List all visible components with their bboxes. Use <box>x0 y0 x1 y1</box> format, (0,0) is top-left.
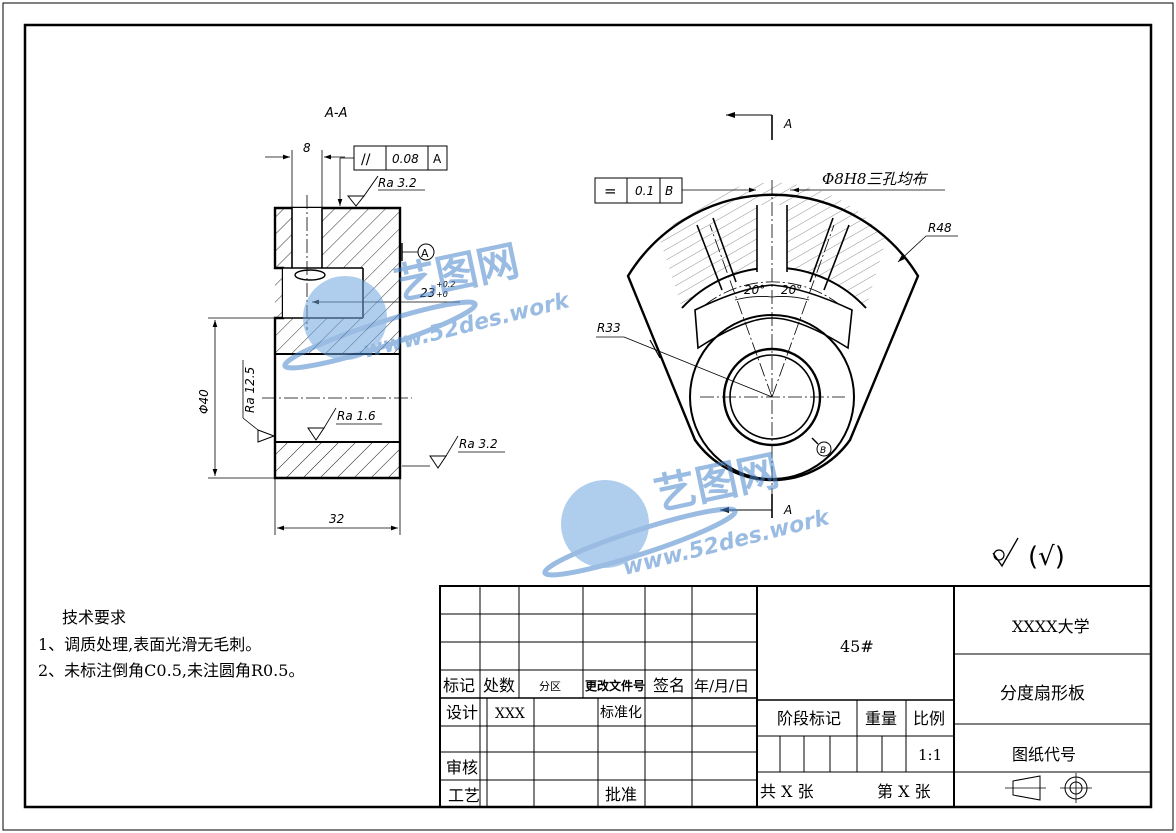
watermark-2-url: www.52des.work <box>620 505 833 581</box>
tb-weight: 重量 <box>865 709 897 728</box>
general-roughness-text: (√) <box>1028 542 1065 572</box>
tb-date: 年/月/日 <box>694 677 749 695</box>
tb-stage: 阶段标记 <box>777 709 841 728</box>
datum-b: B <box>820 446 826 456</box>
tb-zone: 分区 <box>539 680 561 693</box>
tb-designer: XXX <box>495 706 525 722</box>
tol-value: 0.08 <box>392 152 419 166</box>
tech-line-1: 1、调质处理,表面光滑无毛刺。 <box>38 635 261 654</box>
tb-university: XXXX大学 <box>1012 617 1090 636</box>
ra-12-5: Ra 12.5 <box>243 367 257 413</box>
r33: R33 <box>597 321 621 335</box>
angle-right: 20° <box>781 283 802 297</box>
section-mark-bottom: A <box>783 503 792 517</box>
tb-part-name: 分度扇形板 <box>1000 684 1085 704</box>
dim-23-upper: +0.2 <box>436 280 455 289</box>
r48: R48 <box>928 221 952 235</box>
tech-title: 技术要求 <box>62 608 126 627</box>
datum-a: A <box>421 247 429 260</box>
tb-sign: 签名 <box>653 676 685 695</box>
watermark-1-brand: 艺图网 <box>390 236 523 310</box>
tb-docno: 更改文件号 <box>585 678 645 693</box>
tech-requirements: 技术要求 1、调质处理,表面光滑无毛刺。 2、未标注倒角C0.5,未注圆角R0.… <box>38 608 304 680</box>
ra-top: Ra 3.2 <box>378 176 417 190</box>
front-view: A = 0.1 B Φ8H8三孔均布 <box>594 112 958 518</box>
section-mark-top: A <box>783 117 792 131</box>
tol-symbol: // <box>361 152 371 168</box>
tb-approve: 批准 <box>605 785 637 804</box>
sym-value: 0.1 <box>635 184 654 198</box>
tech-line-2: 2、未标注倒角C0.5,未注圆角R0.5。 <box>38 661 304 680</box>
tb-review: 审核 <box>446 758 478 777</box>
sym-datum: B <box>665 184 673 198</box>
title-block-text: 标记 处数 分区 更改文件号 签名 年/月/日 设计 XXX 标准化 审核 工艺… <box>443 617 1090 805</box>
watermark-2: 艺图网 www.52des.work <box>542 446 833 581</box>
hole-note: Φ8H8三孔均布 <box>822 170 928 188</box>
tb-scale-value: 1:1 <box>918 746 942 764</box>
ra-1-6: Ra 1.6 <box>337 409 376 423</box>
tb-sheet-no: 第 X 张 <box>877 782 931 801</box>
dim-23-lower: +0 <box>436 290 448 299</box>
tb-process: 工艺 <box>448 786 480 805</box>
tb-count: 处数 <box>483 676 515 695</box>
tb-design: 设计 <box>446 703 478 722</box>
dim-phi40: Φ40 <box>197 389 211 414</box>
tb-standardize: 标准化 <box>600 705 642 721</box>
tb-material: 45# <box>840 637 874 656</box>
tb-scale: 比例 <box>913 709 945 728</box>
tb-drawing-code: 图纸代号 <box>1012 745 1076 764</box>
general-roughness: (√) <box>992 537 1065 572</box>
angle-left: 20° <box>744 283 765 297</box>
sym-symbol: = <box>604 182 617 200</box>
ra-right: Ra 3.2 <box>459 437 498 451</box>
tb-mark: 标记 <box>443 676 475 695</box>
dim-32: 32 <box>329 512 344 526</box>
dim-23: 23 <box>420 286 435 300</box>
title-block <box>439 585 1152 808</box>
tol-datum: A <box>433 152 442 166</box>
tb-total-sheets: 共 X 张 <box>760 782 814 801</box>
section-title: A-A <box>324 106 347 121</box>
dim-8: 8 <box>303 141 311 155</box>
